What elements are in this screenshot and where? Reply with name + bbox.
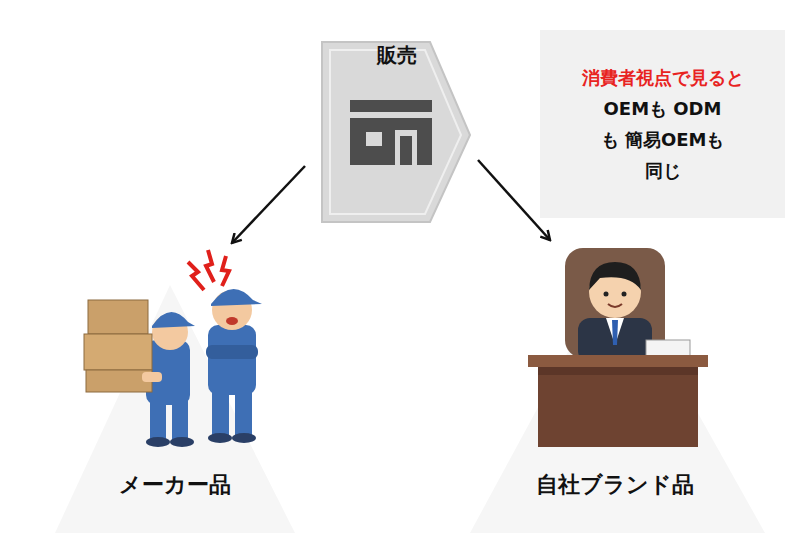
- worker-carrying: [84, 300, 195, 447]
- anger-marks: [188, 250, 229, 290]
- node-label: 消費者視点で見ると: [582, 63, 744, 93]
- shop-icon: [350, 100, 432, 165]
- node-body: OEMも ODMも 簡易OEMも 同じ: [598, 93, 728, 186]
- light-cone: [470, 265, 765, 533]
- sales-arrow-inner: [330, 50, 461, 214]
- node-label: 自社ブランド品: [532, 468, 698, 502]
- sales-arrow-shape: [322, 42, 470, 222]
- sales-step: 販売: [322, 38, 472, 223]
- node-label: 販売: [377, 42, 417, 69]
- own-brand-product: 自社ブランド品: [505, 240, 725, 522]
- note-box: 消費者視点で見るとOEMも ODMも 簡易OEMも 同じ: [540, 30, 785, 218]
- flow-arrow: [232, 166, 305, 243]
- desk: [528, 340, 708, 447]
- worker-angry: [206, 289, 262, 443]
- node-label: メーカー品: [115, 468, 235, 502]
- light-cone: [55, 285, 295, 533]
- maker-product: メーカー品: [80, 240, 270, 522]
